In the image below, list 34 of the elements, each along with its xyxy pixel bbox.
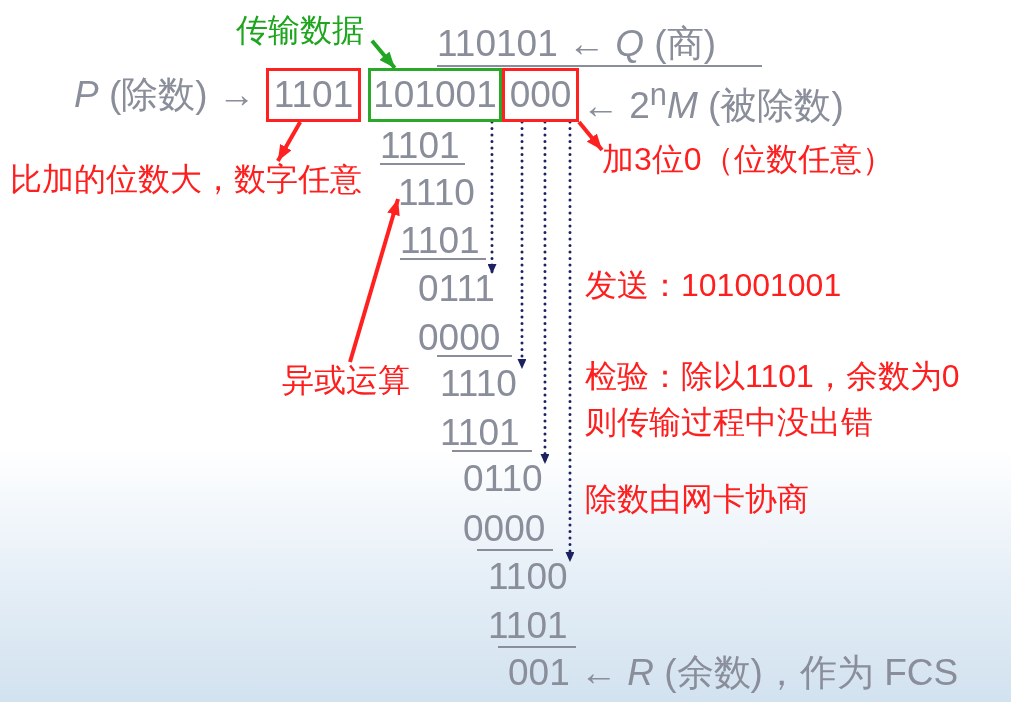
note-text: 发送：101001001 bbox=[585, 267, 842, 303]
annotation-text: ← R (余数)，作为 FCS bbox=[580, 653, 959, 693]
dotted-arrow bbox=[517, 120, 527, 371]
division-row: 0000 bbox=[463, 514, 553, 551]
dotted-arrow bbox=[540, 120, 550, 466]
division-row: 0110 bbox=[463, 464, 547, 494]
division-row: 1101 bbox=[380, 131, 465, 165]
note-text: 除数由网卡协商 bbox=[585, 481, 809, 517]
division-row: 0111 bbox=[418, 274, 502, 304]
division-row: 1110 bbox=[440, 369, 524, 399]
annotation-text: ← 2$^{n}$M (被除数) bbox=[582, 76, 844, 127]
leader-arrow bbox=[276, 121, 302, 162]
division-row: 1101 bbox=[400, 226, 486, 260]
dotted-arrow bbox=[487, 120, 497, 276]
note-text: 检验：除以1101，余数为0则传输过程中没出错 bbox=[585, 357, 961, 442]
callout-text: 传输数据 bbox=[236, 12, 372, 48]
callout-text: 异或运算 bbox=[282, 362, 418, 398]
highlight-box: 101001 bbox=[368, 68, 502, 122]
division-row: 0000 bbox=[418, 323, 512, 357]
callout-text: 加3位0（位数任意） bbox=[602, 141, 912, 177]
dotted-arrow bbox=[565, 120, 575, 564]
division-row: 1101 bbox=[488, 611, 576, 648]
highlight-box: 000 bbox=[502, 68, 579, 122]
leader-arrow bbox=[577, 120, 604, 152]
quotient-text: 110101 ← Q (商) bbox=[437, 25, 762, 67]
division-row: 1101 bbox=[440, 418, 532, 452]
division-row: 001 bbox=[508, 658, 570, 688]
leader-arrow bbox=[370, 39, 397, 70]
highlight-box: 1101 bbox=[266, 68, 361, 122]
division-row: 1110 bbox=[398, 178, 482, 208]
callout-text: 比加的位数大，数字任意 bbox=[10, 161, 380, 197]
division-row: 1100 bbox=[488, 562, 572, 592]
leader-arrow bbox=[348, 198, 400, 363]
annotation-text: P (除数) → bbox=[74, 75, 255, 115]
